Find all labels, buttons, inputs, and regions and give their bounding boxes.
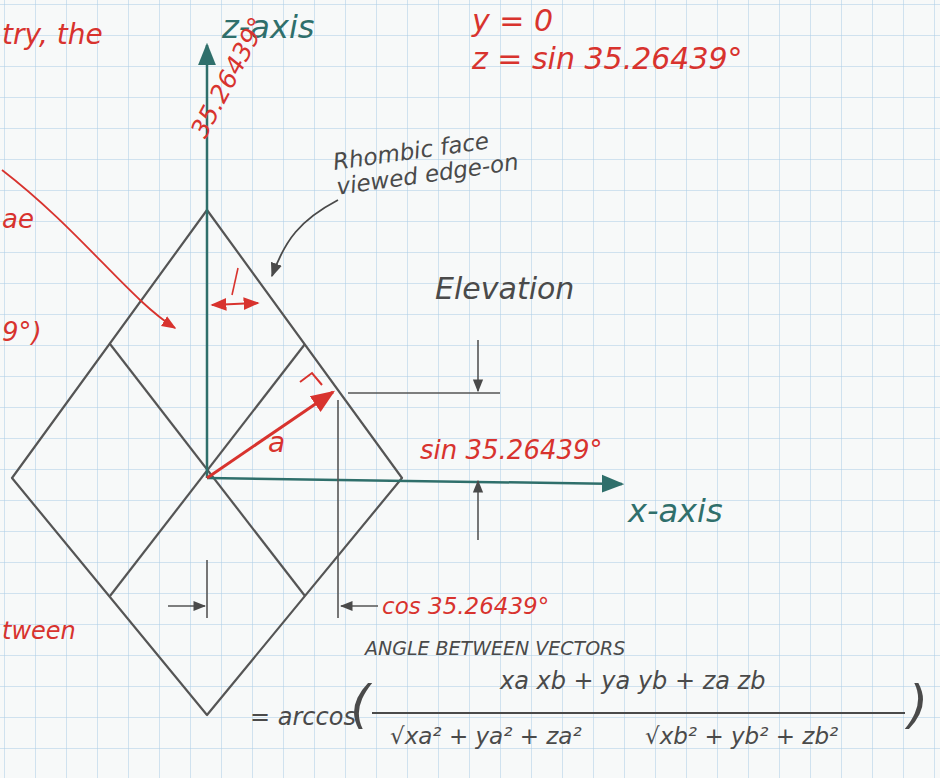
dimension-label: cos 35.26439° (382, 594, 549, 619)
formula-paren: ( (350, 676, 370, 733)
formula-denominator: √xa² + ya² + za² (390, 724, 582, 749)
vector-label: a (268, 428, 285, 459)
view-title: Elevation (435, 272, 574, 305)
formula-text: = arccos (250, 704, 356, 730)
note-fragment: ae (2, 205, 34, 234)
coordinate-note: z = sin 35.26439° (472, 42, 743, 75)
dimension-label: sin 35.26439° (420, 436, 603, 465)
axis-label: x-axis (628, 494, 723, 529)
note-fragment: 9°) (2, 318, 42, 347)
note-fragment: tween (2, 618, 76, 644)
formula-title: ANGLE BETWEEN VECTORS (365, 638, 625, 659)
note-fragment: try, the (2, 20, 103, 51)
coordinate-note: y = 0 (472, 4, 553, 37)
formula-denominator: √xb² + yb² + zb² (645, 724, 838, 749)
formula-paren: ) (908, 676, 928, 733)
formula-numerator: xa xb + ya yb + za zb (500, 668, 765, 694)
